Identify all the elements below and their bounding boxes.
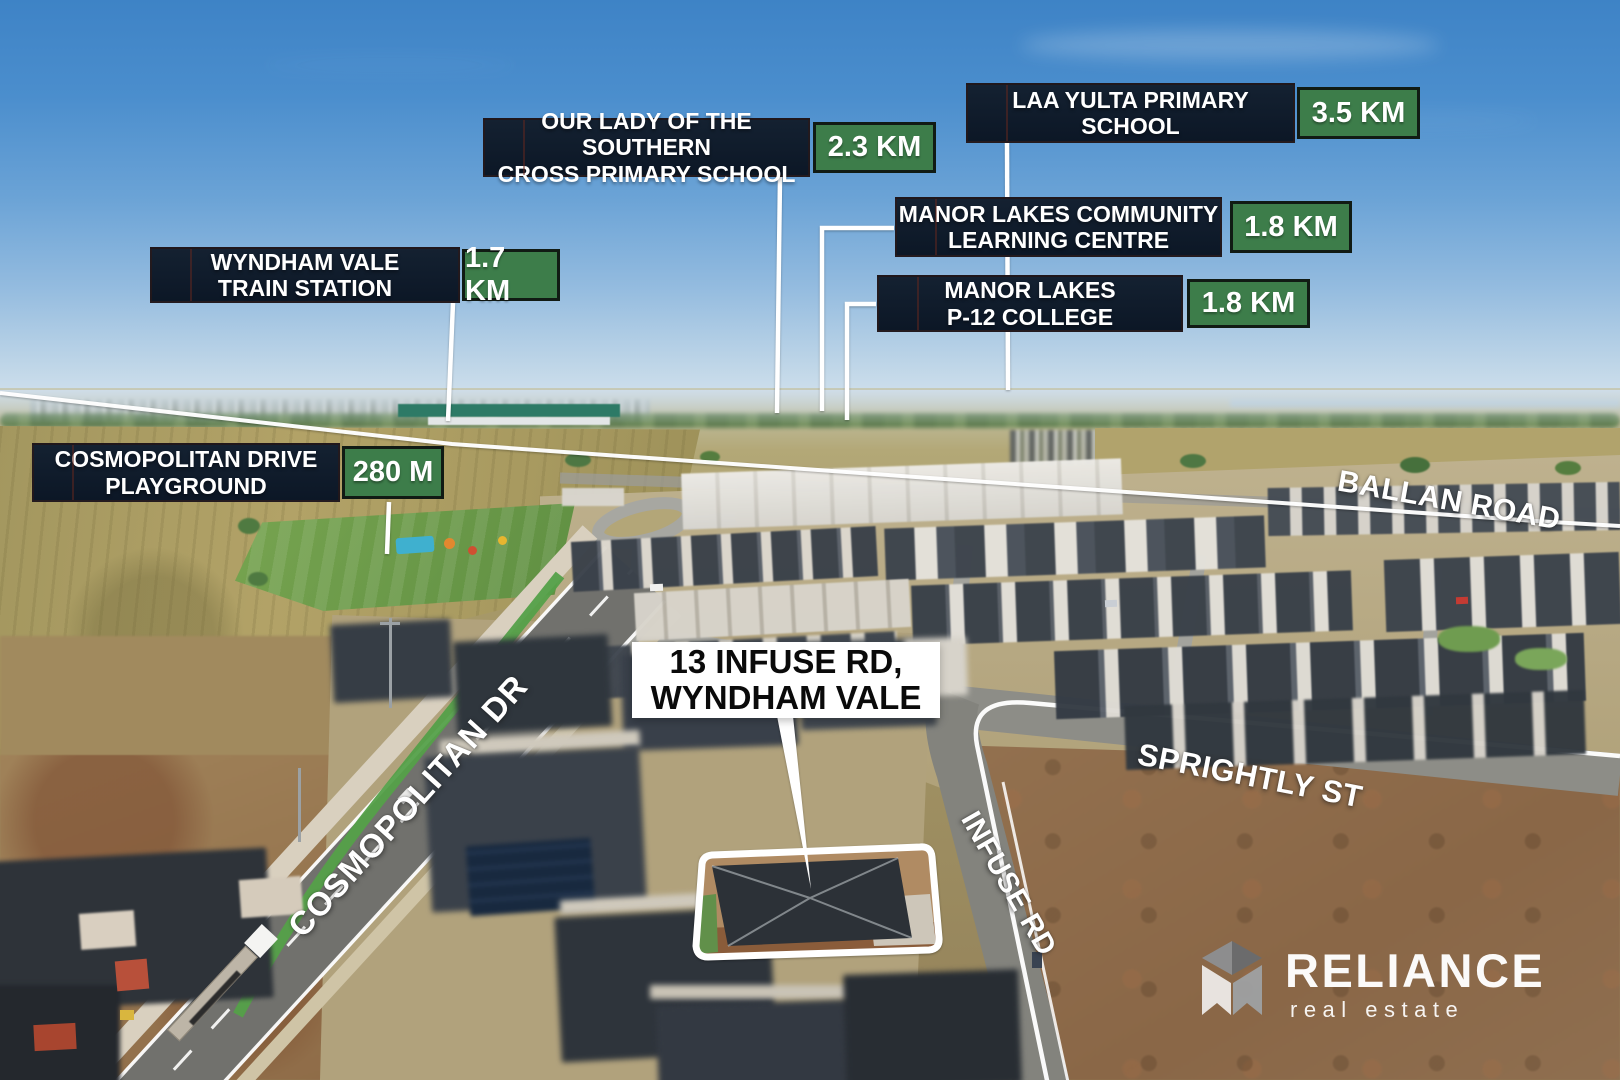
cloud (1020, 30, 1440, 60)
curb-line (1001, 781, 1070, 1080)
property-address-line: WYNDHAM VALE (650, 679, 922, 716)
connector-playground (384, 501, 392, 555)
playground-equipment (468, 546, 477, 555)
poi-name-line: WYNDHAM VALE (210, 248, 400, 275)
poi-name-line: COSMOPOLITAN DRIVE (54, 446, 318, 473)
horizon-haze (0, 390, 1620, 424)
power-pole (380, 622, 400, 625)
infuse-rd-surface (925, 685, 1070, 1080)
brand-tagline: real estate (1290, 997, 1465, 1022)
distant-building (562, 488, 624, 506)
roof-ridges (711, 857, 913, 947)
poi-label-p12-college: MANOR LAKES P-12 COLLEGE (877, 275, 1183, 332)
brand-name: RELIANCE (1285, 944, 1546, 997)
tree (565, 453, 591, 467)
distance-badge-laa-yulta: 3.5 KM (1297, 87, 1420, 139)
distance-badge-p12-college: 1.8 KM (1187, 279, 1310, 328)
poi-label-train-station: WYNDHAM VALE TRAIN STATION (150, 247, 460, 303)
lawn (1438, 626, 1500, 652)
poi-name-line: LEARNING CENTRE (947, 227, 1170, 253)
poi-name-line: SCHOOL (1081, 113, 1180, 139)
distance-badge-learning-centre: 1.8 KM (1230, 201, 1352, 253)
curb-line (973, 700, 1620, 1080)
tree (1180, 454, 1206, 468)
poi-name-line: OUR LADY OF THE SOUTHERN (541, 108, 752, 161)
connector-laa-yulta (1004, 142, 1011, 391)
poi-name-line: CROSS PRIMARY SCHOOL (497, 160, 796, 187)
station-building (398, 404, 620, 417)
station-building (428, 417, 610, 425)
tree (238, 518, 260, 534)
property-outline (692, 843, 943, 961)
power-pole (298, 768, 301, 842)
connector-learning-centre (819, 225, 894, 411)
connector-property (777, 716, 811, 889)
playground-equipment (498, 536, 507, 545)
ballan-road-line (0, 391, 1620, 528)
connector-college (844, 301, 876, 420)
power-pole (389, 618, 392, 708)
house-icon (1202, 941, 1262, 1015)
poi-label-laa-yulta: LAA YULTA PRIMARY SCHOOL (966, 83, 1295, 143)
poi-name-line: PLAYGROUND (105, 472, 267, 499)
property-address-line: 13 INFUSE RD, (669, 643, 903, 680)
brand-logo: RELIANCE real estate (1195, 935, 1595, 1035)
tree (248, 572, 268, 586)
poi-label-playground: COSMOPOLITAN DRIVE PLAYGROUND (32, 443, 340, 502)
house-wall (650, 985, 880, 999)
connector-our-lady (774, 176, 783, 414)
sign (120, 1010, 134, 1020)
park (235, 503, 575, 611)
poi-name-line: MANOR LAKES COMMUNITY (898, 200, 1219, 227)
property-roof (712, 858, 912, 946)
distance-badge-train-station: 1.7 KM (462, 242, 560, 307)
poi-name-line: MANOR LAKES (944, 277, 1116, 304)
distance-badge-our-lady: 2.3 KM (813, 122, 936, 173)
poi-name-line: TRAIN STATION (217, 275, 393, 301)
poi-label-learning-centre: MANOR LAKES COMMUNITY LEARNING CENTRE (895, 197, 1222, 257)
connector-train-station (445, 302, 456, 422)
tree (1555, 461, 1581, 475)
lawn (1515, 648, 1567, 670)
distance-badge-playground: 280 M (342, 446, 444, 499)
poi-name-line: P-12 COLLEGE (946, 303, 1114, 330)
tree (1400, 457, 1430, 473)
poi-label-our-lady: OUR LADY OF THE SOUTHERN CROSS PRIMARY S… (483, 108, 810, 187)
poi-name-line: LAA YULTA PRIMARY (1012, 86, 1249, 113)
playground-equipment (444, 538, 455, 549)
dirt-lot (948, 745, 1620, 1080)
car (1032, 952, 1042, 968)
property-card: 13 INFUSE RD, WYNDHAM VALE (632, 642, 940, 718)
property-lawn (698, 894, 718, 954)
